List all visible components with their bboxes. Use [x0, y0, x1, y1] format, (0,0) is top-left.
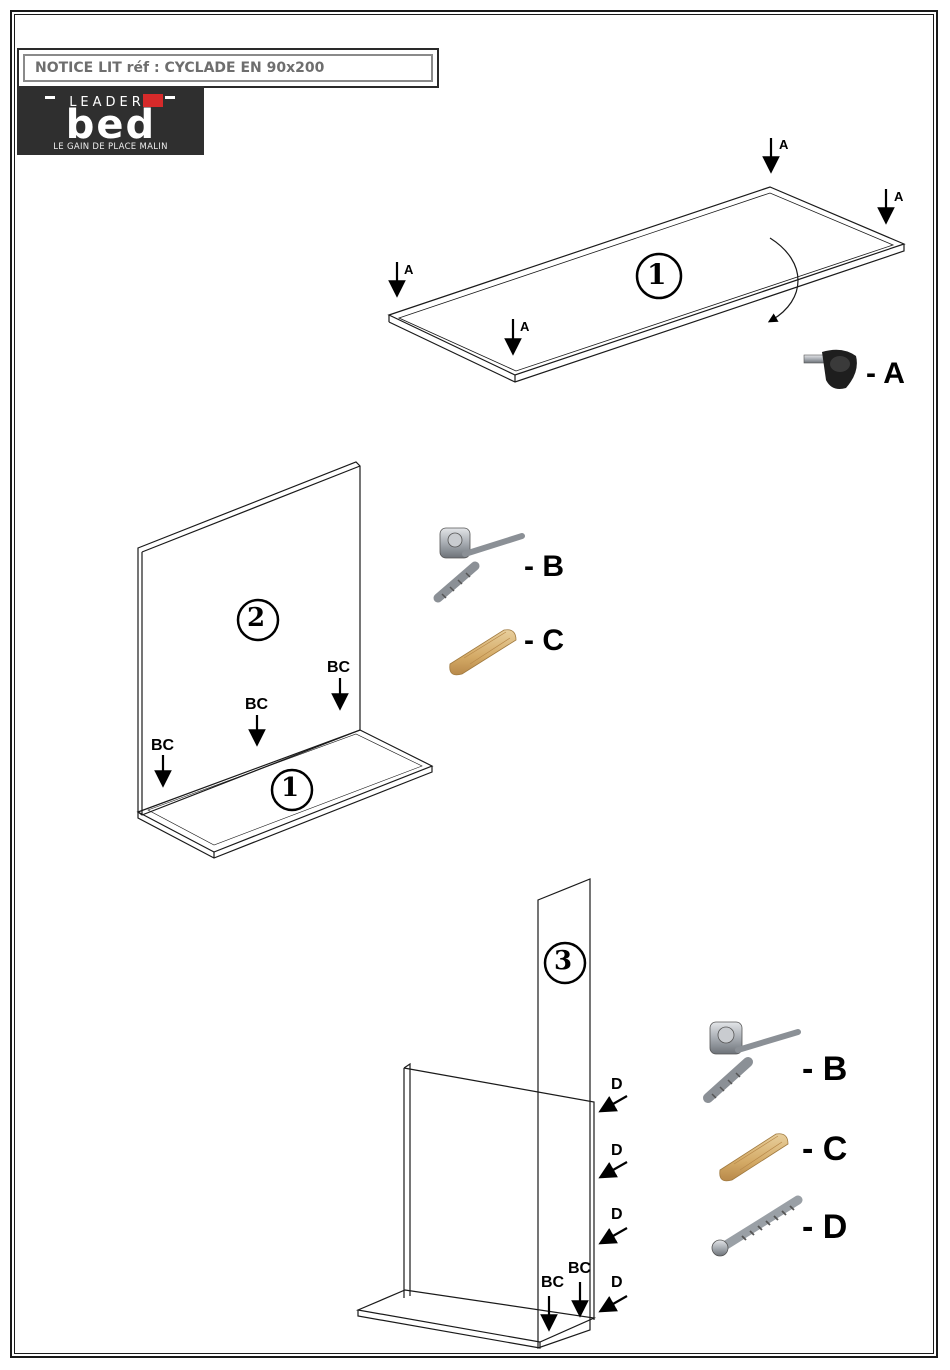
arrow-label-a-2: A [894, 189, 903, 204]
part-label-b-2: - B [802, 1050, 847, 1089]
arrow-label-a-4: A [520, 319, 529, 334]
arrow-label-d-4: D [611, 1274, 623, 1292]
part-label-a: - A [866, 357, 905, 391]
rotate-arrow [770, 238, 798, 320]
arrow-label-bc-5: BC [568, 1260, 591, 1278]
arrow-label-d-1: D [611, 1076, 623, 1094]
arrow-label-a-3: A [404, 262, 413, 277]
screw-icon [712, 1200, 798, 1256]
step2-arrows [163, 678, 340, 779]
panel-1b-number: 1 [281, 773, 299, 803]
arrow-label-bc-3: BC [151, 737, 174, 755]
arrow-label-d-2: D [611, 1142, 623, 1160]
arrow-label-a-1: A [779, 137, 788, 152]
cam-lock-bolt-icon [438, 528, 522, 598]
leveling-foot-icon [804, 350, 857, 389]
panel-3-number: 3 [554, 946, 572, 976]
arrow-label-bc-4: BC [541, 1274, 564, 1292]
wooden-dowel-icon-2 [720, 1134, 788, 1181]
arrow-label-bc-2: BC [245, 696, 268, 714]
part-label-b: - B [524, 550, 564, 584]
step1-arrows [397, 138, 886, 347]
part-label-d: - D [802, 1208, 847, 1247]
panel-1-number: 1 [647, 258, 666, 291]
cam-lock-bolt-icon-2 [708, 1022, 798, 1098]
arrow-label-d-3: D [611, 1206, 623, 1224]
part-label-c: - C [524, 624, 564, 658]
panel-2-number: 2 [247, 603, 265, 633]
part-label-c-2: - C [802, 1130, 847, 1169]
wooden-dowel-icon [450, 630, 516, 675]
arrow-label-bc-1: BC [327, 659, 350, 677]
